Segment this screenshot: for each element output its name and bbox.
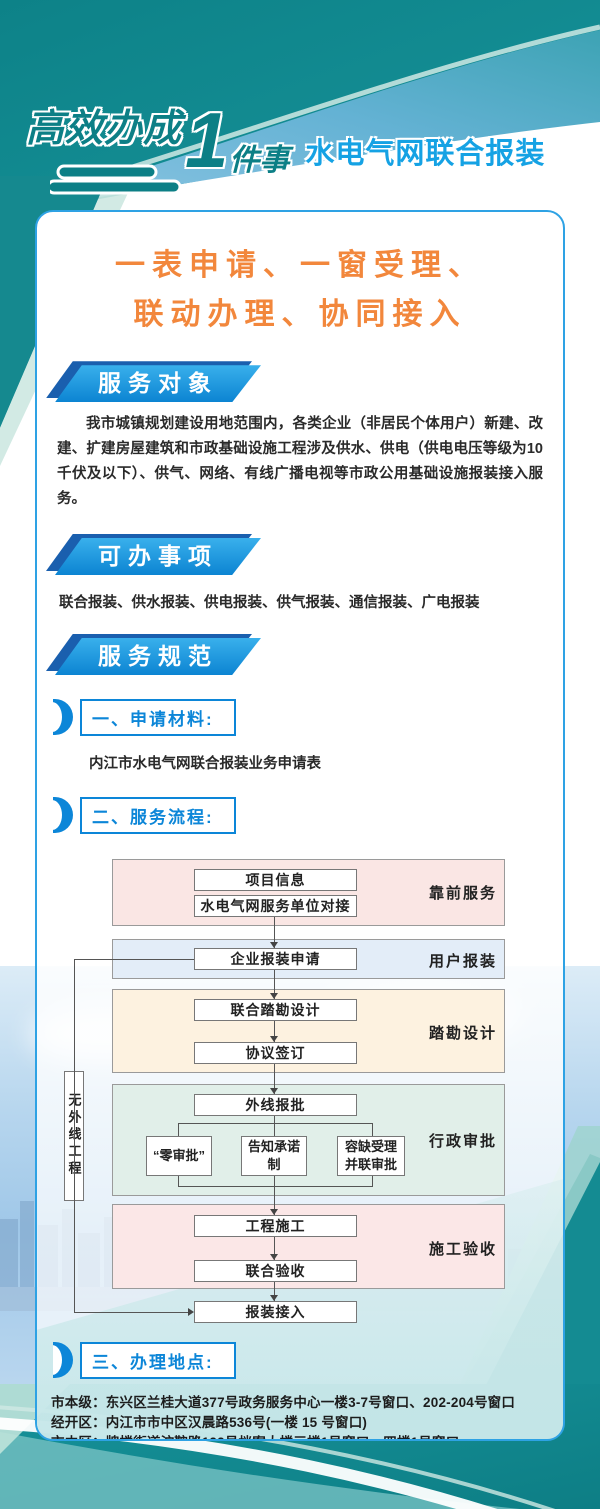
brand-subtitle: 水电气网联合报装 bbox=[305, 138, 546, 170]
flow-connector bbox=[178, 1175, 179, 1186]
banner-title: 可办事项 bbox=[55, 537, 261, 575]
sublabel-text: 二、服务流程: bbox=[80, 796, 236, 834]
bypass-connector bbox=[74, 1311, 188, 1313]
arrow-right-icon bbox=[188, 1307, 194, 1316]
flow-connector bbox=[274, 1175, 275, 1186]
bypass-connector bbox=[74, 958, 75, 1312]
hero-line-1: 一表申请、一窗受理、 bbox=[115, 249, 485, 282]
crescent-icon bbox=[53, 699, 73, 736]
flow-box-zero-approval: “零审批” bbox=[146, 1135, 212, 1176]
locations-list: 市本级：东兴区兰桂大道377号政务服务中心一楼3-7号窗口、202-204号窗口… bbox=[51, 1393, 563, 1439]
flow-connector bbox=[274, 1115, 275, 1123]
stage-label: 用户报装 bbox=[428, 952, 497, 970]
banner-service-target: 服务对象 bbox=[46, 361, 261, 403]
brand-main-wrap: 高效办成 bbox=[26, 108, 183, 195]
banner-title: 服务对象 bbox=[55, 365, 261, 403]
flow-bracket bbox=[178, 1185, 373, 1187]
crescent-icon bbox=[53, 1342, 73, 1379]
materials-body: 内江市水电气网联合报装业务申请表 bbox=[89, 755, 321, 772]
flow-box-apply: 企业报装申请 bbox=[194, 947, 357, 970]
hero-heading: 一表申请、一窗受理、 联动办理、协同接入 bbox=[37, 212, 563, 339]
brand-swoosh-icon bbox=[50, 164, 182, 195]
hero-line-2: 联动办理、协同接入 bbox=[133, 297, 467, 331]
crescent-icon bbox=[53, 797, 73, 834]
arrow-down-icon bbox=[270, 1208, 278, 1215]
flow-box-agreement: 协议签订 bbox=[194, 1041, 357, 1064]
location-item: 市本级：东兴区兰桂大道377号政务服务中心一楼3-7号窗口、202-204号窗口 bbox=[51, 1394, 516, 1410]
sublabel-text: 一、申请材料: bbox=[80, 698, 236, 736]
flow-box-notify-commitment: 告知承诺制 bbox=[241, 1135, 307, 1176]
flow-box-access: 报装接入 bbox=[194, 1300, 357, 1323]
sublabel-materials: 一、申请材料: bbox=[53, 698, 563, 736]
brand-main-text: 高效办成 bbox=[26, 108, 183, 150]
flow-connector bbox=[178, 1122, 179, 1136]
content-card: 一表申请、一窗受理、 联动办理、协同接入 服务对象 我市城镇规划建设用地范围内，… bbox=[35, 210, 565, 1441]
flow-box-unit-connect: 水电气网服务单位对接 bbox=[194, 894, 357, 917]
arrow-down-icon bbox=[270, 941, 278, 948]
flow-connector bbox=[372, 1175, 373, 1186]
flow-box-survey: 联合踏勘设计 bbox=[194, 998, 357, 1021]
flow-box-tolerant-parallel: 容缺受理 并联审批 bbox=[337, 1135, 405, 1176]
flow-box-outline-approval: 外线报批 bbox=[194, 1093, 357, 1116]
location-item: 市中区：牌楼街道沱鞍路122号档案大楼三楼1号窗口、四楼1号窗口 bbox=[51, 1433, 563, 1439]
service-target-body: 我市城镇规划建设用地范围内，各类企业（非居民个体用户）新建、改建、扩建房屋建筑和… bbox=[57, 416, 543, 507]
flow-connector bbox=[372, 1122, 373, 1136]
stage-label: 施工验收 bbox=[428, 1240, 497, 1258]
arrow-down-icon bbox=[270, 992, 278, 999]
arrow-down-icon bbox=[270, 1294, 278, 1301]
banner-services: 可办事项 bbox=[46, 533, 261, 575]
sublabel-locations: 三、办理地点: bbox=[53, 1341, 563, 1379]
stage-label: 行政审批 bbox=[428, 1132, 497, 1150]
arrow-down-icon bbox=[270, 1035, 278, 1042]
banner-standards: 服务规范 bbox=[46, 633, 261, 675]
flow-bracket bbox=[178, 1122, 373, 1124]
sublabel-process: 二、服务流程: bbox=[53, 796, 563, 834]
stage-label: 踏勘设计 bbox=[428, 1024, 497, 1042]
flow-box-project-info: 项目信息 bbox=[194, 868, 357, 891]
sublabel-text: 三、办理地点: bbox=[80, 1341, 236, 1379]
location-item: 经开区：内江市市中区汉晨路536号(一楼 15 号窗口) bbox=[51, 1414, 368, 1430]
brand-logo: 高效办成 1 件事 水电气网联合报装 bbox=[26, 101, 546, 195]
service-flowchart: 靠前服务 用户报装 踏勘设计 行政审批 施工验收 项目信息 水电气网服务单位对接… bbox=[37, 846, 563, 1338]
services-body: 联合报装、供水报装、供电报装、供气报装、通信报装、广电报装 bbox=[59, 594, 480, 611]
arrow-down-icon bbox=[270, 1253, 278, 1260]
stage-label: 靠前服务 bbox=[428, 884, 497, 902]
bypass-connector bbox=[74, 958, 194, 960]
flow-connector bbox=[274, 916, 275, 948]
flow-box-construction: 工程施工 bbox=[194, 1214, 357, 1237]
banner-title: 服务规范 bbox=[55, 637, 261, 675]
arrow-down-icon bbox=[270, 1087, 278, 1094]
flow-connector bbox=[274, 1122, 275, 1136]
brand-suffix-text: 件事 bbox=[229, 144, 290, 177]
flow-box-acceptance: 联合验收 bbox=[194, 1259, 357, 1282]
